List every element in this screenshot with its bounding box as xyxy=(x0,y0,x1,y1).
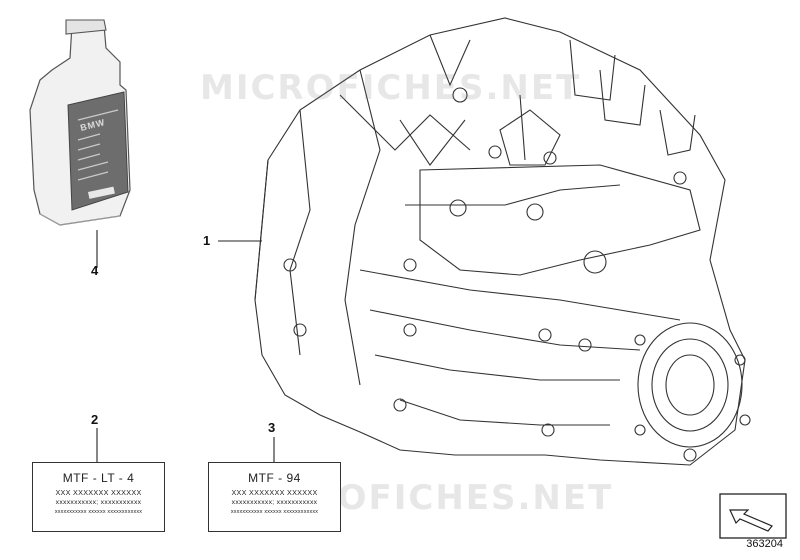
label-card-line3: xxxxxxxxxxx xxxxxx xxxxxxxxxxxx xyxy=(230,509,319,515)
bottle-label-lines xyxy=(77,109,119,181)
diagram-id: 363204 xyxy=(746,538,783,550)
label-card-mtf-lt-4: MTF - LT - 4 XXX XXXXXXX XXXXXX xxxxxxxx… xyxy=(32,462,165,532)
callout-3: 3 xyxy=(268,420,276,435)
label-card-title: MTF - 94 xyxy=(248,471,301,485)
direction-arrow-icon xyxy=(719,493,787,539)
leader-lines xyxy=(96,230,275,462)
label-card-mtf-94: MTF - 94 XXX XXXXXXX XXXXXX xxxxxxxxxxx;… xyxy=(208,462,341,532)
callout-2: 2 xyxy=(91,412,99,427)
label-card-title: MTF - LT - 4 xyxy=(62,471,135,485)
label-card-line1: XXX XXXXXXX XXXXXX xyxy=(55,488,142,497)
oil-bottle xyxy=(29,19,131,226)
callout-1: 1 xyxy=(203,233,211,248)
label-card-line3: xxxxxxxxxxx xxxxxx xxxxxxxxxxxx xyxy=(54,509,143,515)
label-card-line1: XXX XXXXXXX XXXXXX xyxy=(231,488,318,497)
callout-4: 4 xyxy=(91,263,99,278)
transmission-assembly xyxy=(254,17,751,466)
label-card-line2: xxxxxxxxxxx; xxxxxxxxxxx xyxy=(231,499,318,506)
watermark-top: MICROFICHES.NET xyxy=(200,68,582,108)
label-card-line2: xxxxxxxxxxx; xxxxxxxxxxx xyxy=(55,499,142,506)
